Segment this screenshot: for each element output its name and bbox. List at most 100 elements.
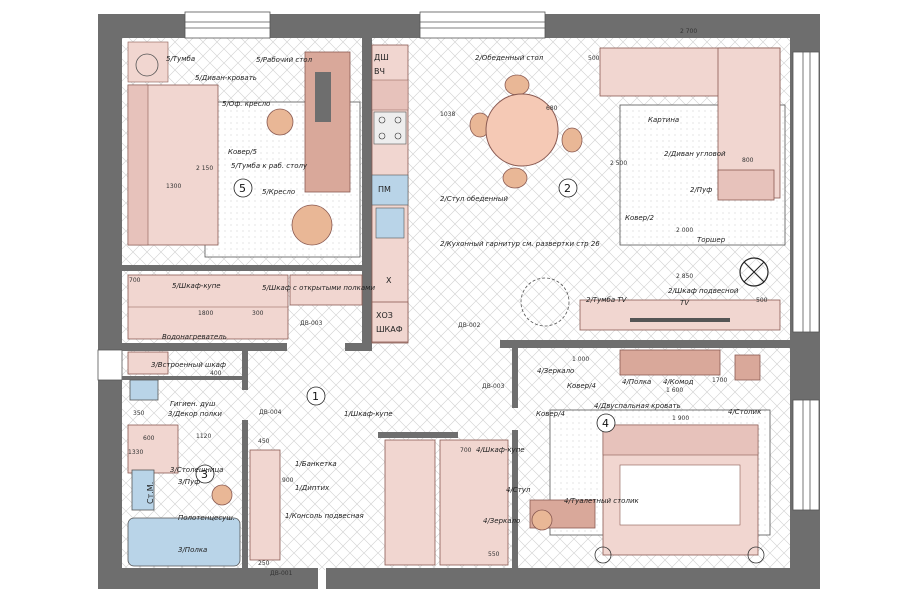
bathtub-3 xyxy=(127,517,241,567)
label: 2/Пуф xyxy=(690,186,712,194)
label: 1/Банкетка xyxy=(295,460,337,468)
label: Водонагреватель xyxy=(162,333,227,341)
dimension: 700 xyxy=(460,447,472,454)
label: 4/Полка xyxy=(622,378,651,386)
dimension: 1330 xyxy=(128,449,143,456)
door-tag: ДВ-003 xyxy=(482,383,505,390)
room-number-4: 4 xyxy=(602,417,609,430)
label: 4/Шкаф-купе xyxy=(476,446,525,454)
dimension: 2 500 xyxy=(610,160,627,167)
dining-table xyxy=(485,93,559,167)
label: 3/Пуф xyxy=(178,478,200,486)
label: 2/Стул обеденный xyxy=(440,195,508,203)
label: Ковер/4 xyxy=(567,382,596,390)
label: 3/Столешница xyxy=(170,466,223,474)
dimension: 1 000 xyxy=(572,356,589,363)
label: Картина xyxy=(648,116,679,124)
label: 5/Шкаф с открытыми полками xyxy=(262,284,375,292)
label: 1/Консоль подвесная xyxy=(285,512,364,520)
label: 4/Зеркало xyxy=(483,517,520,525)
dimension: 2 150 xyxy=(196,165,213,172)
speaker-right xyxy=(747,546,765,564)
dresser-4 xyxy=(619,349,721,376)
toilet-3 xyxy=(129,379,159,401)
dimension: 400 xyxy=(210,370,222,377)
label: Ковер/2 xyxy=(625,214,654,222)
room-numbers xyxy=(195,178,616,484)
label: Ст.М. xyxy=(146,482,155,504)
dimension: 450 xyxy=(258,438,270,445)
label: 5/Рабочий стол xyxy=(256,56,313,64)
wardrobe-4 xyxy=(439,439,509,566)
nightstand-4-top xyxy=(734,354,761,381)
torsher-2 xyxy=(739,257,769,287)
builtin-cabinet-3 xyxy=(127,351,169,375)
dimension: 900 xyxy=(282,477,294,484)
dimension: 2 700 xyxy=(680,28,697,35)
tv xyxy=(630,318,730,322)
dimension: 300 xyxy=(252,310,264,317)
plant-5 xyxy=(135,53,159,77)
label: 3/Встроенный шкаф xyxy=(151,361,226,369)
label: 4/Стул xyxy=(506,486,531,494)
door-tag: ДВ-002 xyxy=(458,322,481,329)
label: 1/Шкаф-купе xyxy=(344,410,393,418)
armchair-5 xyxy=(291,204,333,246)
dimension: 1800 xyxy=(198,310,213,317)
windows xyxy=(97,11,820,511)
label: 2/Тумба TV xyxy=(586,296,628,304)
speaker-left xyxy=(594,546,612,564)
tv-cabinet xyxy=(579,299,781,331)
label: 3/Полка xyxy=(178,546,207,554)
kitchen-label-oven: ВЧ xyxy=(374,67,385,76)
dimension: 1 600 xyxy=(666,387,683,394)
dimension: 700 xyxy=(129,277,141,284)
dining-chairs xyxy=(469,74,583,189)
bench-1 xyxy=(249,449,281,561)
dimension: 2 850 xyxy=(676,273,693,280)
dimension: 680 xyxy=(546,105,558,112)
label: 2/Обеденный стол xyxy=(475,54,544,62)
dimension: 1038 xyxy=(440,111,455,118)
sink-counter-3 xyxy=(127,424,179,474)
dimension: 1700 xyxy=(712,377,727,384)
label: Полотенцесуш. xyxy=(178,514,235,522)
label: Ковер/5 xyxy=(228,148,257,156)
label: 5/Оф. кресло xyxy=(222,100,270,108)
label: 5/Тумба к раб. столу xyxy=(231,162,308,170)
label: 5/Шкаф-купе xyxy=(172,282,221,290)
pouf-3 xyxy=(211,484,233,506)
pouf-2 xyxy=(717,169,775,201)
label: 3/Декор полки xyxy=(168,410,222,418)
dimension: 1 900 xyxy=(672,415,689,422)
dimension: 1300 xyxy=(166,183,181,190)
open-shelves-5 xyxy=(289,274,363,306)
dimension: 350 xyxy=(133,410,145,417)
dimension: 800 xyxy=(742,157,754,164)
dimension: 2 000 xyxy=(676,227,693,234)
dimension: 500 xyxy=(588,55,600,62)
office-chair-5 xyxy=(266,108,294,136)
door-tag: ДВ-004 xyxy=(259,409,282,416)
label: 5/Тумба xyxy=(166,55,195,63)
room-number-2: 2 xyxy=(564,182,571,195)
label: 1/Диптих xyxy=(295,484,330,492)
dimension: 1120 xyxy=(196,433,211,440)
kitchen-label-pm: ПМ xyxy=(378,185,391,194)
wardrobe-1 xyxy=(384,439,436,566)
chair-4 xyxy=(531,509,553,531)
label: 4/Комод xyxy=(663,378,694,386)
dimension: 250 xyxy=(258,560,270,567)
interior-walls xyxy=(122,38,790,570)
label: Ковер/4 xyxy=(536,410,565,418)
label: 4/Зеркало xyxy=(537,367,574,375)
label: 4/Столик xyxy=(728,408,762,416)
door-tag: ДВ-003 xyxy=(300,320,323,327)
label: 5/Диван-кровать xyxy=(195,74,257,82)
furniture-labels: 5/Тумба 5/Рабочий стол 5/Диван-кровать 5… xyxy=(146,54,762,554)
kitchen-label-hoz: ХОЗ xyxy=(376,311,393,320)
dimension: 600 xyxy=(143,435,155,442)
room-number-5: 5 xyxy=(239,182,246,195)
dimension: 500 xyxy=(756,297,768,304)
